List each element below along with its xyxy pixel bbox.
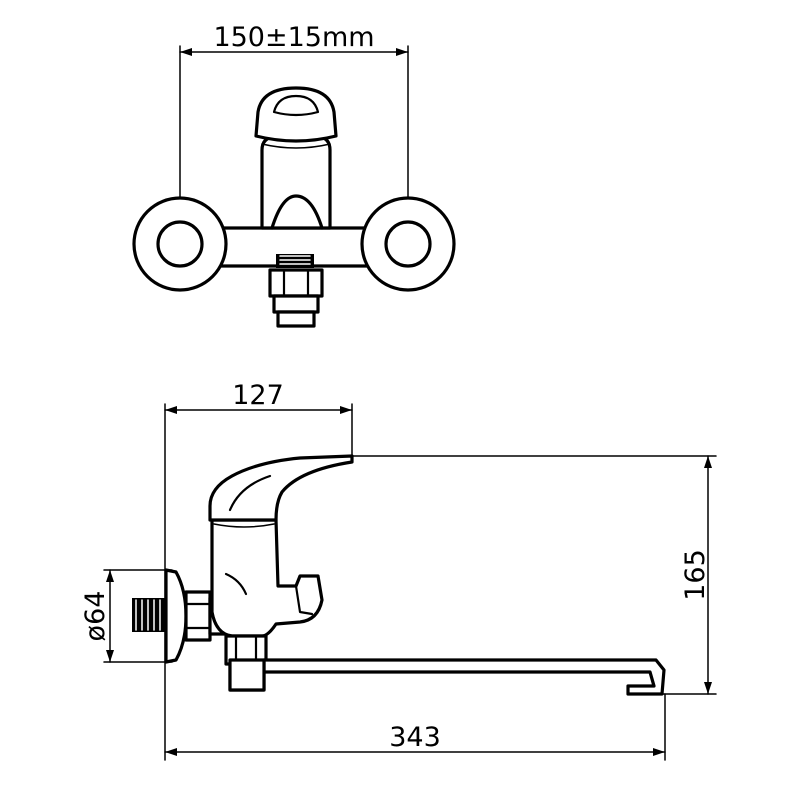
diameter-label: ø64 [80,591,111,642]
right-eccentric-flange [360,196,456,292]
side-lever-handle [208,454,354,522]
side-long-spout [228,658,666,696]
side-view: 127 165 ø64 343 [80,380,717,761]
length-label: 343 [389,722,441,753]
height-label: 165 [680,549,711,601]
offset-dimension: 127 [164,380,353,761]
side-mixer-body [208,454,354,638]
spacing-dimension: 150±15mm [179,22,409,241]
offset-label: 127 [232,380,284,411]
top-view: 150±15mm [132,22,456,328]
length-dimension: 343 [164,693,666,761]
diameter-dimension: ø64 [80,569,173,663]
top-spout-nut [268,254,324,328]
top-lever-body [254,86,338,230]
height-dimension: 165 [351,455,717,695]
left-eccentric-flange [132,196,228,292]
spacing-label: 150±15mm [213,22,374,53]
